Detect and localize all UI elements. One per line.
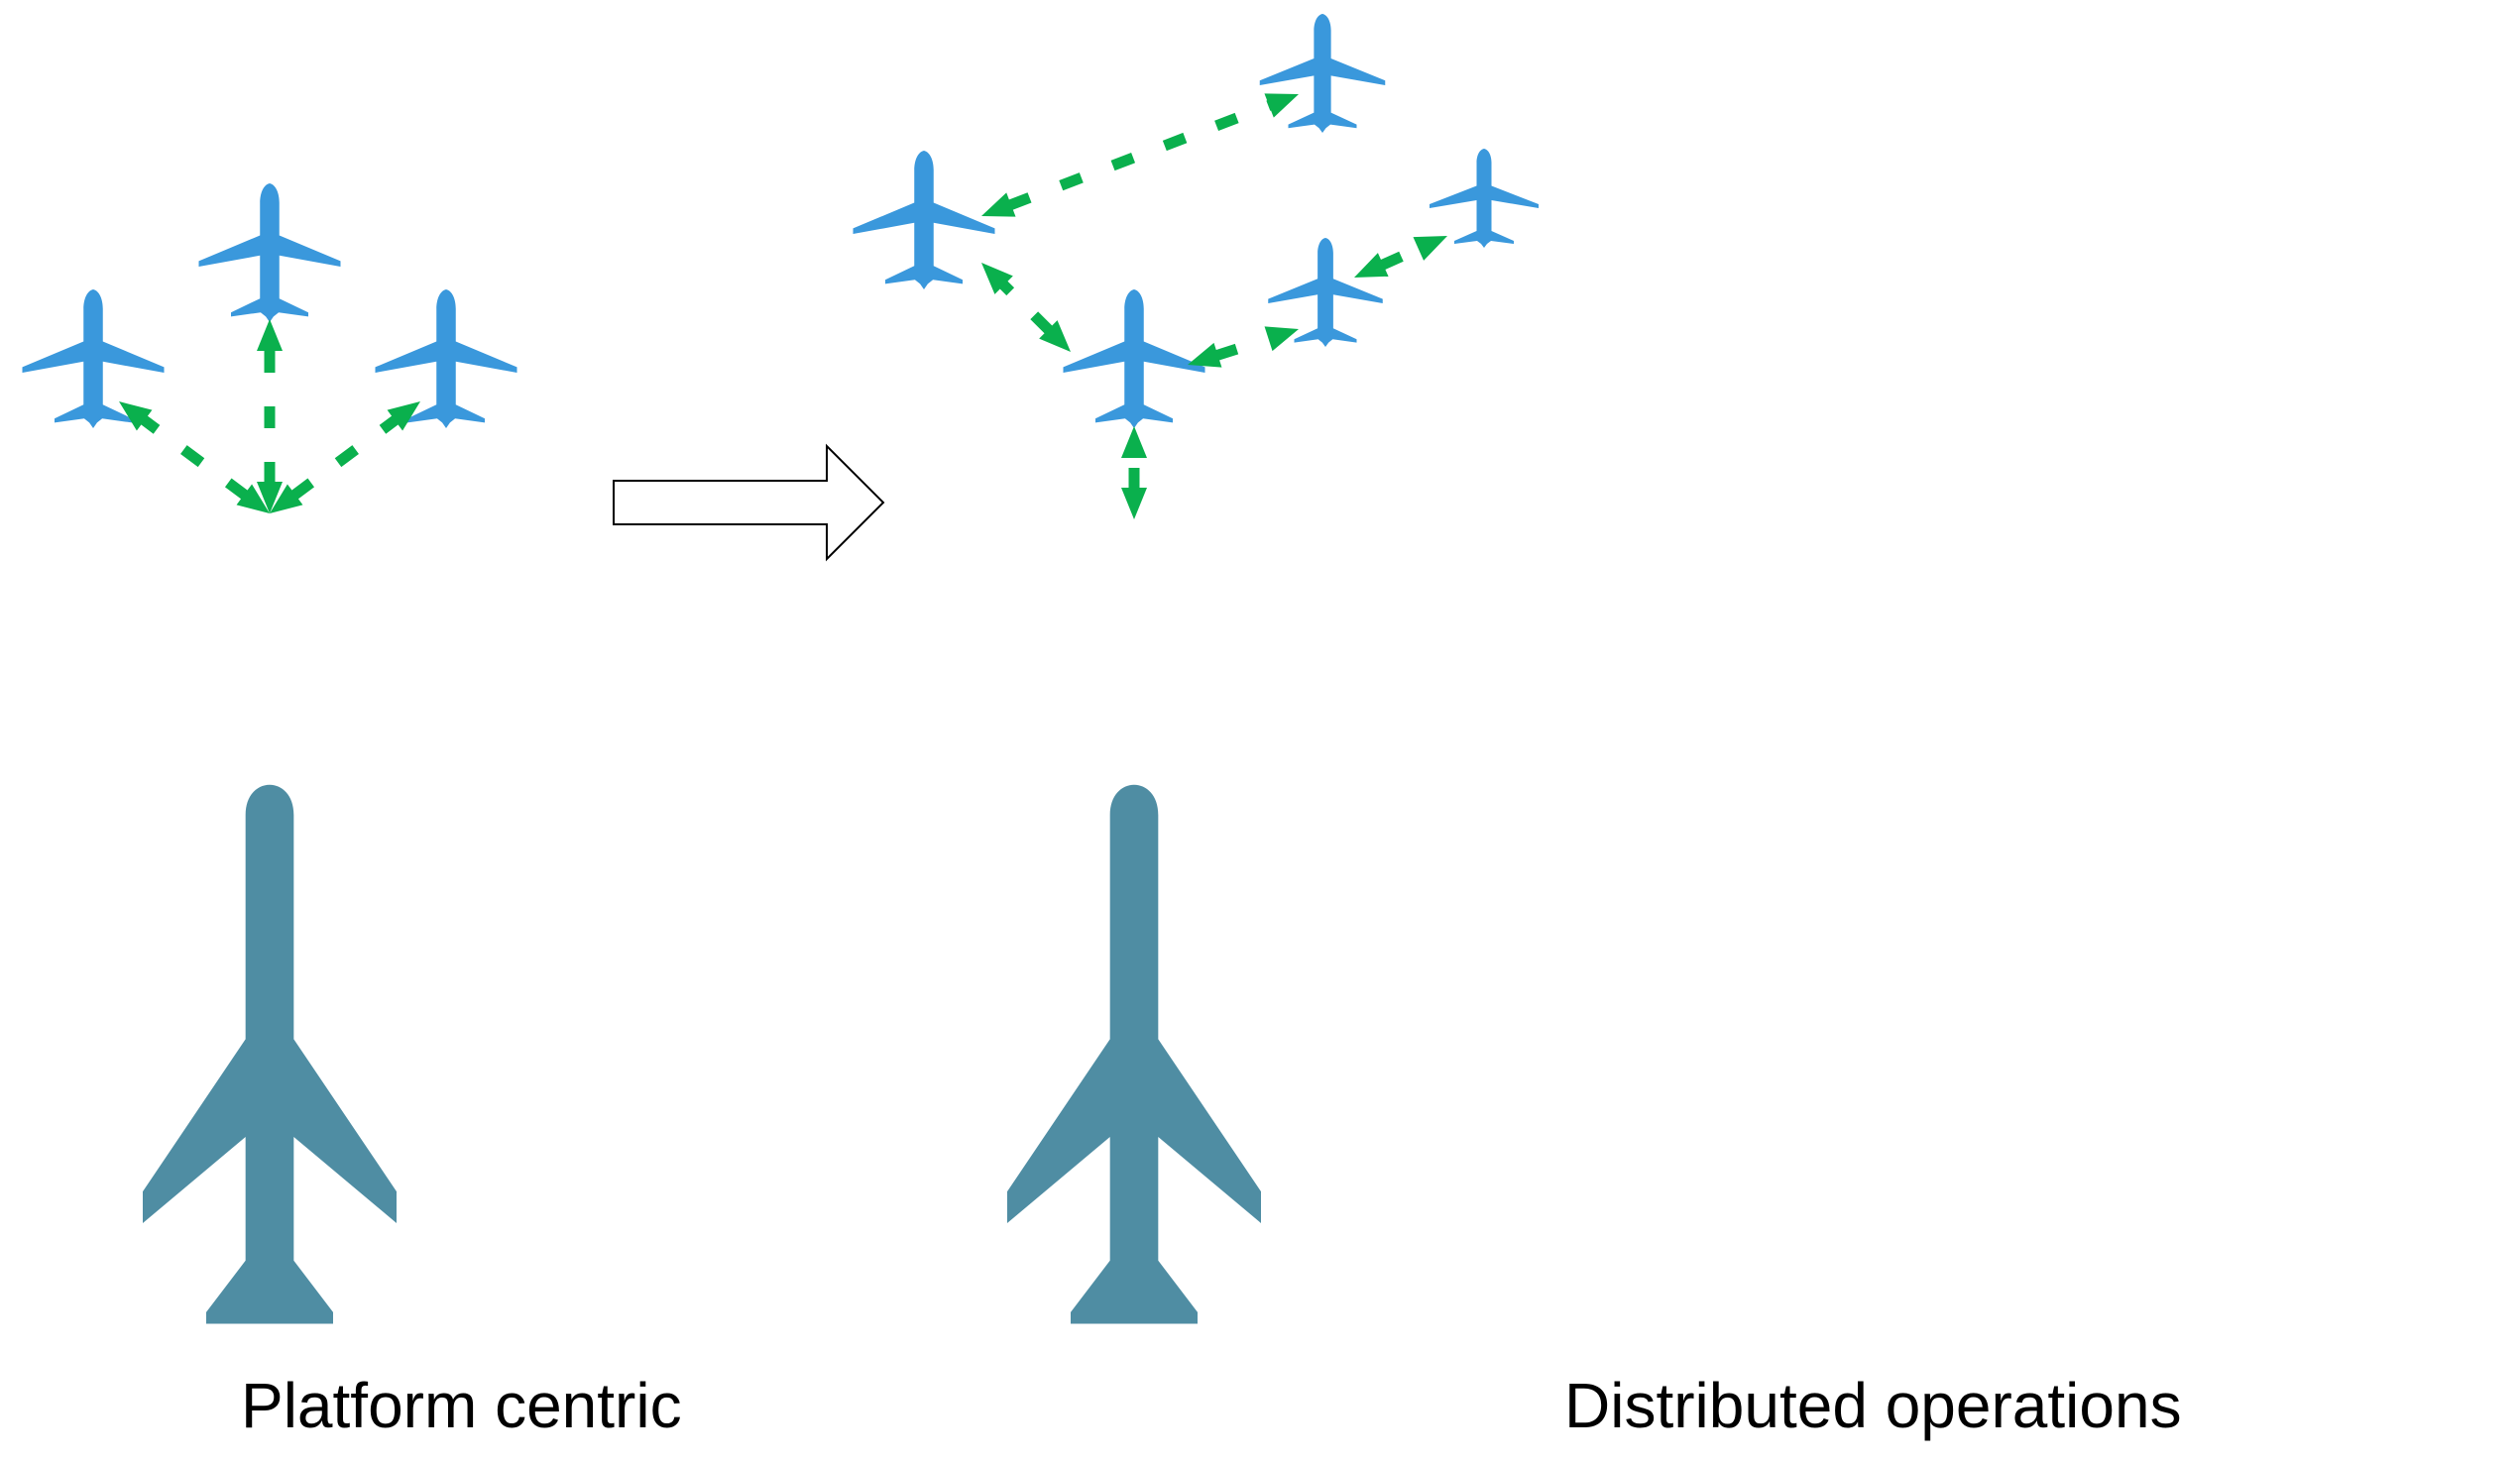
- transition-arrow-icon: [613, 443, 885, 562]
- distributed-operations-caption: Distributed operations: [1564, 1370, 2182, 1441]
- link-arrowhead: [1039, 320, 1071, 352]
- link-line: [1379, 243, 1423, 271]
- link-arrowhead: [1188, 342, 1222, 368]
- platform-centric-caption: Platform centric: [241, 1370, 682, 1441]
- large-aircraft-icon: [143, 784, 397, 1324]
- link-line: [1007, 99, 1273, 211]
- small-aircraft-icon: [1430, 149, 1539, 248]
- small-aircraft-icon: [1259, 14, 1386, 133]
- link-line: [289, 414, 401, 501]
- link-line: [139, 414, 250, 501]
- link-arrowhead: [1121, 488, 1147, 519]
- link-arrowhead: [257, 482, 283, 513]
- link-arrowhead: [1121, 426, 1147, 458]
- communication-links: [981, 93, 1447, 519]
- link-arrowhead: [1413, 236, 1447, 261]
- platform-centric-panel: [22, 183, 517, 1324]
- link-arrowhead: [270, 484, 303, 513]
- link-arrowhead: [981, 192, 1016, 217]
- small-aircraft-icon: [375, 289, 517, 428]
- link-arrowhead: [119, 401, 153, 431]
- link-arrowhead: [387, 401, 420, 431]
- link-arrowhead: [236, 484, 270, 513]
- link-line: [1213, 332, 1273, 362]
- link-arrowhead: [1354, 253, 1389, 278]
- small-aircraft-icon: [1063, 289, 1205, 428]
- large-aircraft-icon: [1007, 784, 1261, 1324]
- small-aircraft-icon: [22, 289, 165, 428]
- link-line: [998, 280, 1054, 335]
- link-arrowhead: [257, 319, 283, 351]
- distributed-operations-panel: [853, 14, 1539, 1324]
- link-arrowhead: [1264, 93, 1299, 118]
- small-aircraft-icon: [853, 151, 995, 289]
- link-arrowhead: [981, 263, 1013, 294]
- communication-links: [119, 319, 420, 513]
- small-aircraft-icon: [198, 183, 341, 322]
- link-arrowhead: [1264, 326, 1299, 352]
